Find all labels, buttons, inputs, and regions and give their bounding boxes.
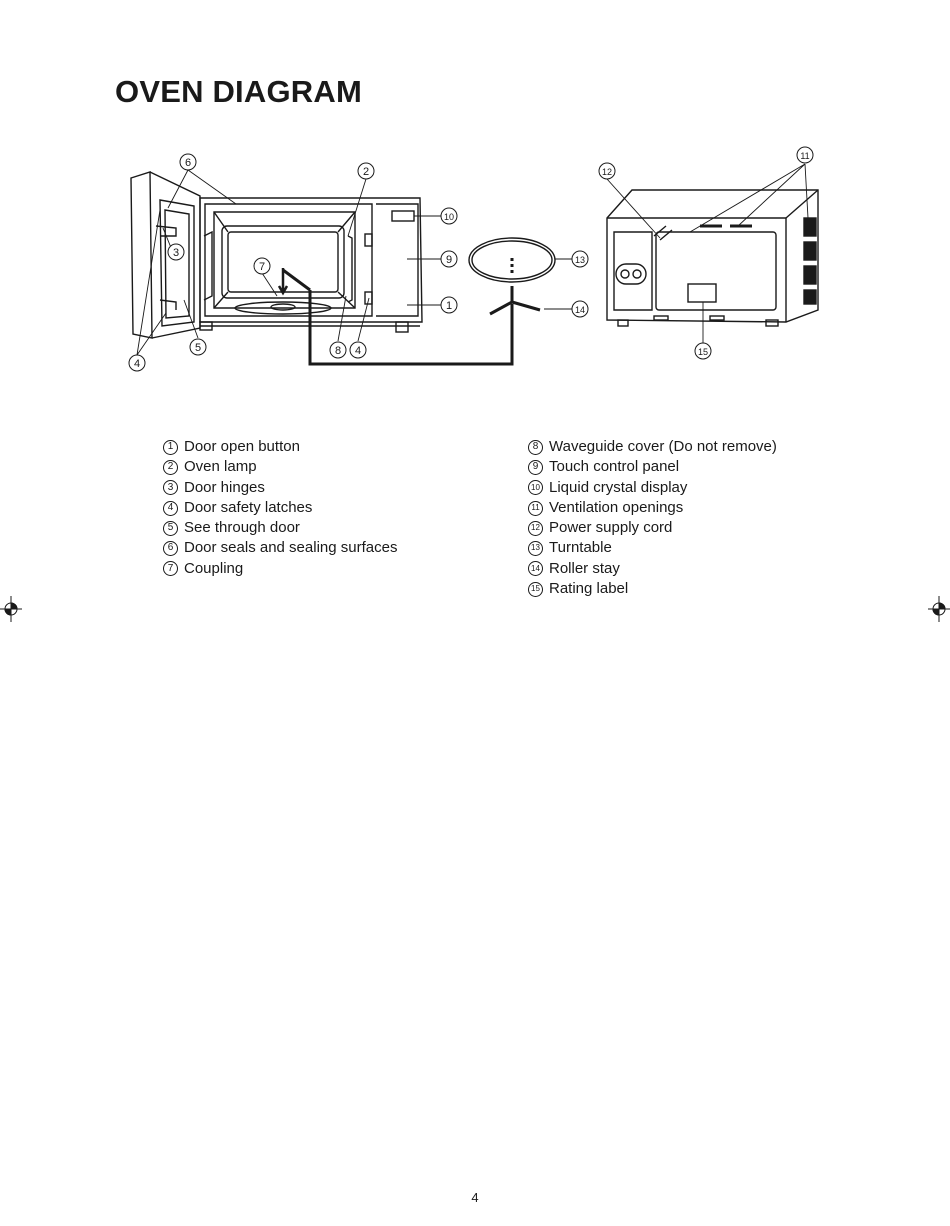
oven-rear	[606, 189, 819, 327]
legend-label: Waveguide cover (Do not remove)	[549, 438, 777, 455]
legend-item: 6 Door seals and sealing surfaces	[163, 538, 397, 558]
callout-12: 12	[598, 162, 616, 180]
svg-text:11: 11	[800, 151, 809, 161]
callout-15: 15	[694, 342, 712, 360]
legend-item: 10 Liquid crystal display	[528, 478, 777, 498]
svg-text:12: 12	[602, 167, 612, 177]
callout-14: 14	[571, 300, 589, 318]
svg-text:15: 15	[698, 347, 708, 357]
legend-left: 1 Door open button 2 Oven lamp 3 Door hinge…	[163, 437, 397, 579]
legend-number: 9	[528, 459, 543, 475]
callout-10: 10	[440, 207, 458, 225]
page-title: OVEN DIAGRAM	[115, 74, 362, 109]
callout-5: 5	[189, 338, 207, 356]
turntable-connector	[277, 268, 514, 366]
callout-4-left: 4	[128, 354, 146, 372]
svg-text:3: 3	[173, 247, 179, 259]
svg-text:6: 6	[185, 157, 191, 169]
legend-item: 5 See through door	[163, 518, 397, 538]
legend-label: Power supply cord	[549, 519, 673, 537]
legend-number: 8	[528, 439, 543, 455]
callout-1: 1	[440, 296, 458, 314]
legend-number: 14	[528, 561, 543, 577]
legend-number: 13	[528, 541, 543, 557]
leader-lines	[136, 163, 809, 356]
legend-right: 8 Waveguide cover (Do not remove) 9 Touch …	[528, 437, 777, 599]
turntable	[468, 237, 556, 283]
legend-label: Turntable	[549, 539, 612, 557]
oven-diagram: 6 2 3 7 5 4 8 4 10 9 1 13 14 12 11 15	[128, 146, 819, 372]
svg-text:4: 4	[355, 345, 361, 357]
svg-text:10: 10	[444, 212, 454, 222]
legend-number: 12	[528, 520, 543, 536]
legend-label: Touch control panel	[549, 458, 680, 476]
legend-number: 2	[163, 459, 178, 475]
legend-label: Door safety latches	[184, 498, 313, 516]
svg-text:5: 5	[195, 342, 201, 354]
legend-item: 1 Door open button	[163, 437, 397, 457]
legend-item: 7 Coupling	[163, 559, 397, 579]
legend-item: 3 Door hinges	[163, 478, 397, 498]
legend-number: 3	[163, 480, 178, 496]
callout-8: 8	[329, 341, 347, 359]
callout-3: 3	[167, 243, 185, 261]
callout-13: 13	[571, 250, 589, 268]
legend-item: 14 Roller stay	[528, 559, 777, 579]
legend-label: Coupling	[184, 559, 244, 577]
legend-item: 2 Oven lamp	[163, 457, 397, 477]
legend-number: 6	[163, 541, 178, 557]
legend-number: 7	[163, 561, 178, 577]
legend-item: 15 Rating label	[528, 579, 777, 599]
registration-mark-icon	[0, 596, 22, 622]
legend-label: Door hinges	[184, 478, 265, 496]
legend-number: 15	[528, 581, 543, 597]
legend-number: 5	[163, 520, 178, 536]
svg-text:2: 2	[363, 166, 369, 178]
legend-item: 4 Door safety latches	[163, 498, 397, 518]
legend-label: Oven lamp	[184, 458, 257, 476]
callout-6: 6	[179, 153, 197, 171]
legend-label: Door open button	[184, 438, 300, 455]
legend-label: Ventilation openings	[549, 498, 684, 516]
callout-7: 7	[253, 257, 271, 275]
callout-9: 9	[440, 250, 458, 268]
svg-text:9: 9	[446, 254, 452, 266]
registration-mark-icon	[928, 596, 950, 622]
svg-text:13: 13	[575, 255, 585, 265]
callout-2: 2	[357, 162, 375, 180]
legend-label: Liquid crystal display	[549, 478, 688, 496]
legend-number: 1	[163, 439, 178, 455]
legend-item: 11 Ventilation openings	[528, 498, 777, 518]
legend-number: 10	[528, 480, 543, 496]
legend-number: 4	[163, 500, 178, 516]
callout-11: 11	[796, 146, 814, 164]
legend-label: Roller stay	[549, 559, 620, 577]
svg-text:8: 8	[335, 345, 341, 357]
legend-label: Rating label	[549, 580, 629, 598]
page-number: 4	[471, 1190, 479, 1205]
legend-item: 12 Power supply cord	[528, 518, 777, 538]
legend-label: See through door	[184, 519, 300, 537]
legend-item: 13 Turntable	[528, 538, 777, 558]
legend-item: 8 Waveguide cover (Do not remove)	[528, 437, 777, 457]
callout-4-right: 4	[349, 341, 367, 359]
legend-item: 9 Touch control panel	[528, 457, 777, 477]
svg-text:7: 7	[259, 261, 265, 273]
svg-text:4: 4	[134, 358, 140, 370]
legend-number: 11	[528, 500, 543, 516]
svg-text:14: 14	[575, 305, 585, 315]
svg-text:1: 1	[446, 300, 452, 312]
roller-stay	[489, 286, 541, 316]
legend-label: Door seals and sealing surfaces	[184, 539, 398, 557]
